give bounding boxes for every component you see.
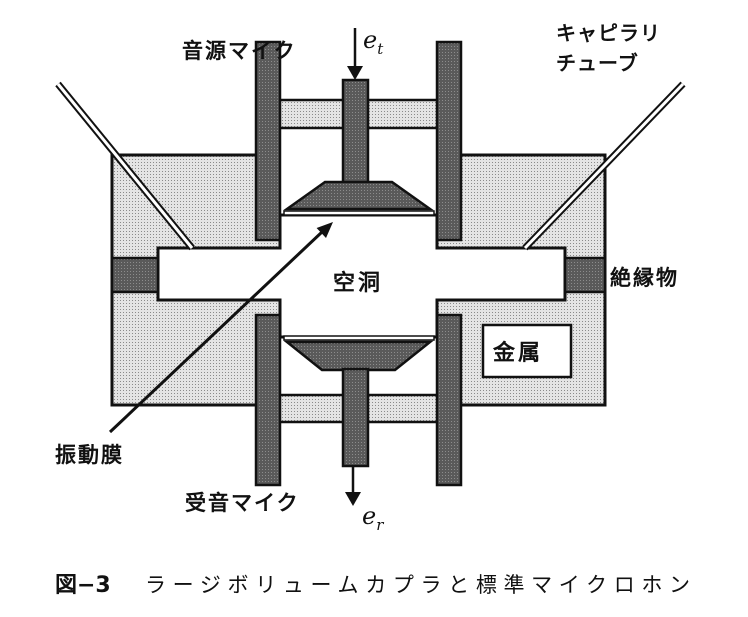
insulator-label: 絶縁物: [610, 266, 679, 290]
figure-caption: ラージボリュームカプラと標準マイクロホン: [145, 573, 690, 597]
er-label: er: [362, 502, 384, 534]
er-arrow: [345, 466, 361, 506]
right-insulator: [563, 256, 607, 294]
top-right-post: [435, 40, 463, 242]
left-capillary-tube: [55, 81, 195, 251]
receiver-mic-diaphragm: [283, 335, 435, 341]
et-arrow: [347, 28, 363, 80]
bottom-left-post: [254, 313, 282, 487]
receiver-mic-stem: [341, 367, 370, 468]
diaphragm-label: 振動膜: [55, 443, 124, 467]
source-mic-head: [283, 180, 434, 211]
receiver-mic-label: 受音マイク: [185, 491, 300, 515]
right-capillary-tube: [522, 81, 686, 251]
et-sub: t: [377, 40, 384, 58]
top-left-post: [254, 40, 282, 242]
source-mic-label: 音源マイク: [182, 39, 297, 63]
cavity-label: 空洞: [333, 270, 383, 296]
capillary-label-line2: チューブ: [556, 51, 639, 75]
source-mic-diaphragm: [283, 210, 435, 216]
figure-number: 図−3: [55, 573, 111, 598]
metal-label-box: [481, 323, 573, 379]
er-base: e: [362, 502, 376, 530]
metal-label: 金属: [492, 340, 543, 366]
capillary-label-line1: キャピラリ: [556, 21, 661, 45]
er-sub: r: [376, 516, 384, 534]
left-insulator: [110, 256, 160, 294]
source-mic-stem: [341, 78, 370, 186]
bottom-right-post: [435, 313, 463, 487]
et-base: e: [363, 26, 377, 54]
receiver-mic-head: [283, 340, 434, 372]
et-label: et: [363, 26, 384, 58]
diaphragm-pointer-arrow: [108, 222, 333, 434]
